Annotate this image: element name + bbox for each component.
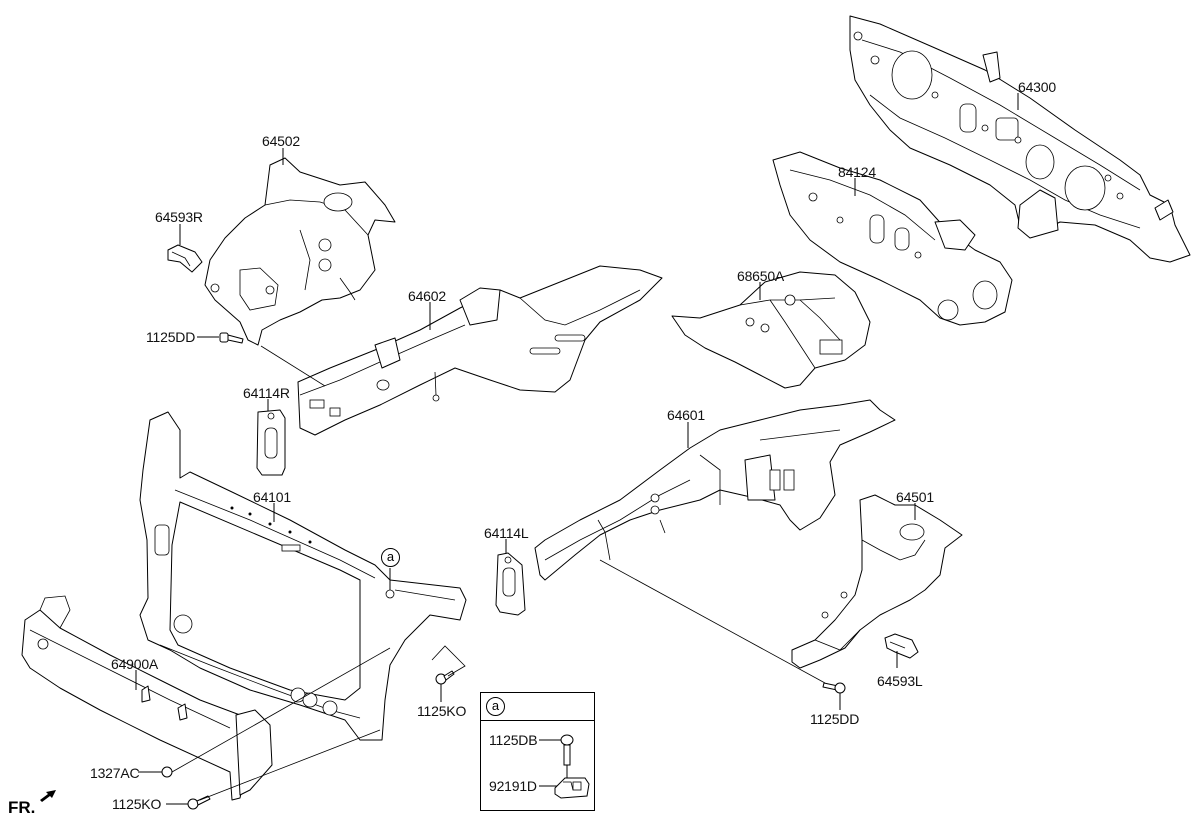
label-64114R: 64114R <box>243 385 290 401</box>
front-direction-label: FR. <box>8 798 36 817</box>
part-64502-fender-apron-rh[interactable] <box>204 157 396 346</box>
label-84124: 84124 <box>838 164 876 180</box>
label-64601: 64601 <box>667 407 705 423</box>
label-1327AC: 1327AC <box>90 765 140 781</box>
part-64501-fender-apron-lh[interactable] <box>791 494 963 669</box>
label-1125DB: 1125DB <box>489 732 538 748</box>
label-1125DD-upper: 1125DD <box>146 329 196 345</box>
label-64602: 64602 <box>408 288 446 304</box>
label-68650A: 68650A <box>737 268 785 284</box>
part-64900A-bumper-beam[interactable] <box>21 595 273 801</box>
inset-marker-a: a <box>486 697 505 716</box>
inset-drawing <box>539 734 590 799</box>
label-64101: 64101 <box>253 489 291 505</box>
part-68650A-floor-panel[interactable] <box>671 271 871 389</box>
label-64900A: 64900A <box>111 656 159 672</box>
part-64114L-plate[interactable] <box>495 552 526 616</box>
part-64300-dash-panel[interactable] <box>849 15 1191 263</box>
inset-header: a <box>481 693 594 721</box>
inset-detail-a: a 1125DB 92191D <box>480 692 595 811</box>
part-84124-dash-insulator[interactable] <box>772 151 1013 326</box>
label-64593L: 64593L <box>877 673 923 689</box>
part-1125DD-bolt-lower[interactable] <box>822 682 846 694</box>
part-1125DB-bolt[interactable] <box>560 734 574 766</box>
part-92191D-clip[interactable] <box>554 777 590 799</box>
part-64601-side-member-lh[interactable] <box>534 399 896 581</box>
label-1125DD-lower: 1125DD <box>810 711 860 727</box>
label-64501: 64501 <box>896 489 934 505</box>
part-64602-side-member-rh[interactable] <box>297 265 663 436</box>
part-64593L-bracket[interactable] <box>884 633 919 659</box>
label-64593R: 64593R <box>155 209 203 225</box>
front-direction-arrow-icon <box>40 790 56 802</box>
part-1125KO-bolt-mid[interactable] <box>435 670 455 685</box>
label-1125KO-mid: 1125KO <box>417 703 467 719</box>
part-1125KO-bolt-lower[interactable] <box>187 795 211 810</box>
label-1125KO-lower: 1125KO <box>112 796 162 812</box>
leader-lines <box>135 93 1019 805</box>
part-64114R-plate[interactable] <box>256 409 286 476</box>
label-92191D: 92191D <box>489 778 537 794</box>
label-64114L: 64114L <box>484 525 529 541</box>
part-1327AC-nut[interactable] <box>161 766 173 778</box>
part-1125DD-bolt-upper[interactable] <box>219 332 244 344</box>
label-64300: 64300 <box>1018 79 1056 95</box>
label-64502: 64502 <box>262 133 300 149</box>
part-64593R-bracket[interactable] <box>167 244 203 273</box>
part-64101-radiator-support[interactable] <box>139 411 467 741</box>
callout-marker-a[interactable]: a <box>381 548 400 567</box>
